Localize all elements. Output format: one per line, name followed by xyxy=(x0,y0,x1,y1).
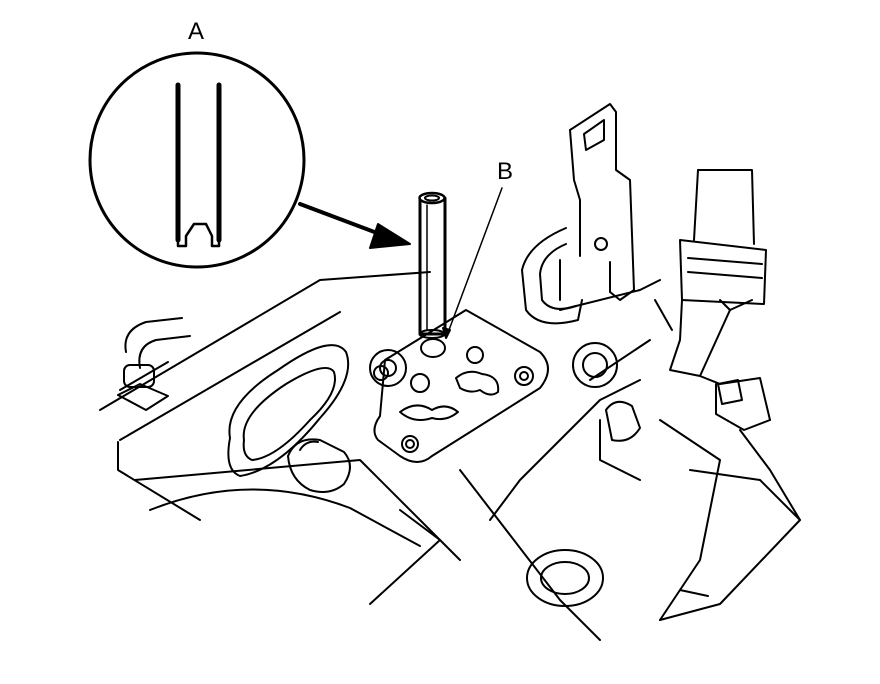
housing-body xyxy=(100,272,672,640)
tube-pin xyxy=(420,193,446,338)
bracket-clip xyxy=(522,104,634,323)
eyelet-loop xyxy=(228,345,350,492)
boss-bottom xyxy=(527,550,603,606)
pipe-fitting-left xyxy=(118,318,190,410)
detail-circle-a xyxy=(90,53,304,267)
boss-right xyxy=(573,343,640,441)
callout-label-a: A xyxy=(188,18,205,45)
hole-b xyxy=(421,339,445,357)
electrical-connector xyxy=(660,170,800,620)
boss-hole-left xyxy=(370,350,406,386)
detail-pointer-arrow xyxy=(300,204,410,248)
callout-label-b: B xyxy=(497,158,514,185)
gasket-plate xyxy=(374,310,548,462)
leader-line-b xyxy=(443,188,502,338)
